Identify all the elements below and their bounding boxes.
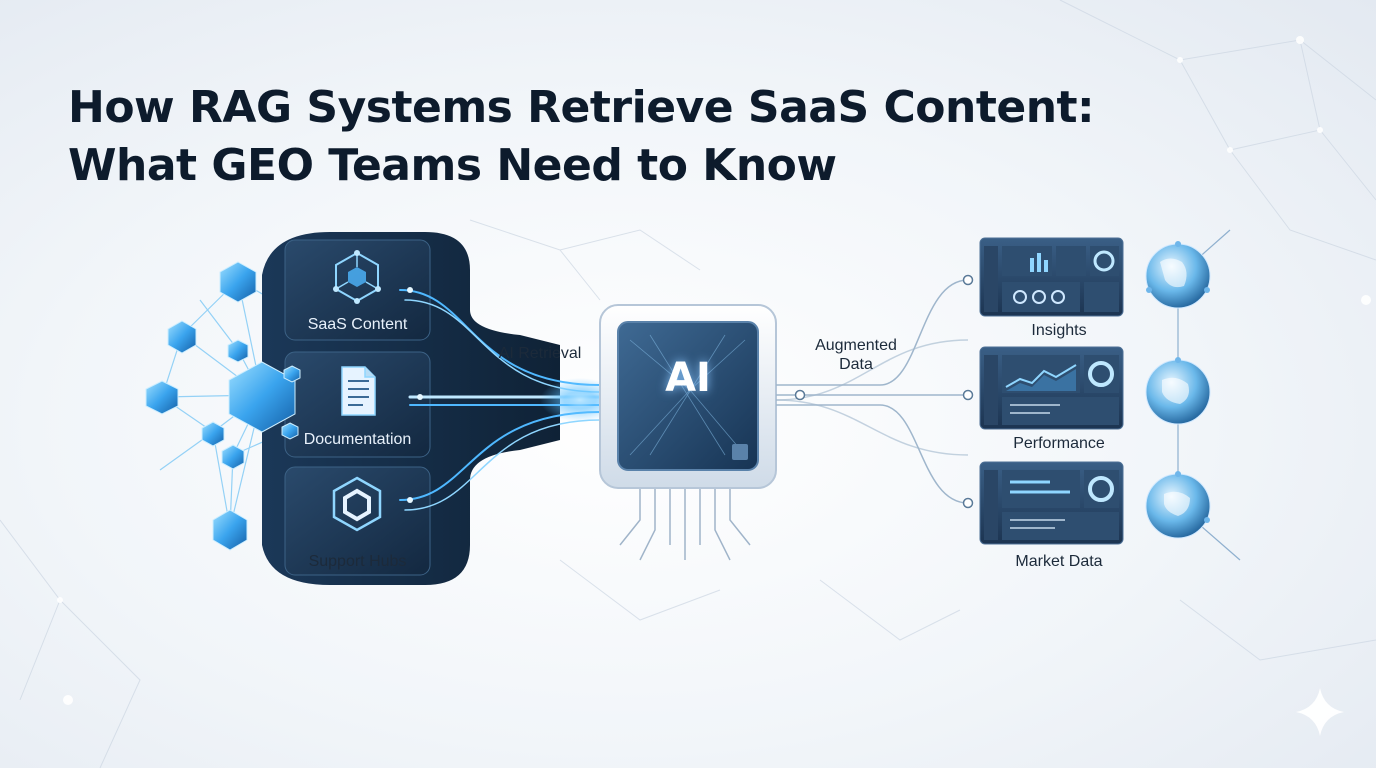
support-cube-icon: [332, 476, 382, 532]
title-line-1: How RAG Systems Retrieve SaaS Content:: [68, 82, 1095, 134]
source-label-documentation: Documentation: [303, 431, 412, 448]
globe-icon: [1145, 243, 1211, 539]
retrieval-label: AI Retrieval: [498, 345, 582, 362]
augmented-data-label: Augmented Data: [800, 336, 912, 374]
dashboard-icon-insights: [979, 237, 1124, 317]
dashboard-icon-market: [979, 461, 1124, 545]
document-icon: [341, 366, 376, 416]
augmented-label-line-1: Augmented: [815, 337, 897, 354]
source-panel-saas: [284, 239, 431, 341]
augmented-label-line-2: Data: [839, 356, 873, 373]
background-nodes: [57, 36, 1371, 705]
source-label-saas: SaaS Content: [307, 316, 408, 333]
output-label-performance: Performance: [1013, 435, 1105, 452]
sparkle-icon: [1296, 688, 1344, 736]
output-flow-lines: [775, 279, 969, 504]
source-label-support: Support Hubs: [308, 553, 407, 570]
crystal-icons: [145, 261, 301, 551]
output-label-insights: Insights: [1031, 322, 1087, 339]
ai-chip-icon: [599, 304, 777, 561]
source-panel-support: [284, 466, 431, 576]
ai-chip-label: AI: [665, 355, 711, 401]
page-title: How RAG Systems Retrieve SaaS Content: W…: [68, 79, 1248, 195]
title-line-2: What GEO Teams Need to Know: [68, 140, 837, 192]
dashboard-icon-performance: [979, 346, 1124, 430]
output-label-market-data: Market Data: [1015, 553, 1103, 570]
hexagon-cube-icon: [333, 250, 381, 304]
